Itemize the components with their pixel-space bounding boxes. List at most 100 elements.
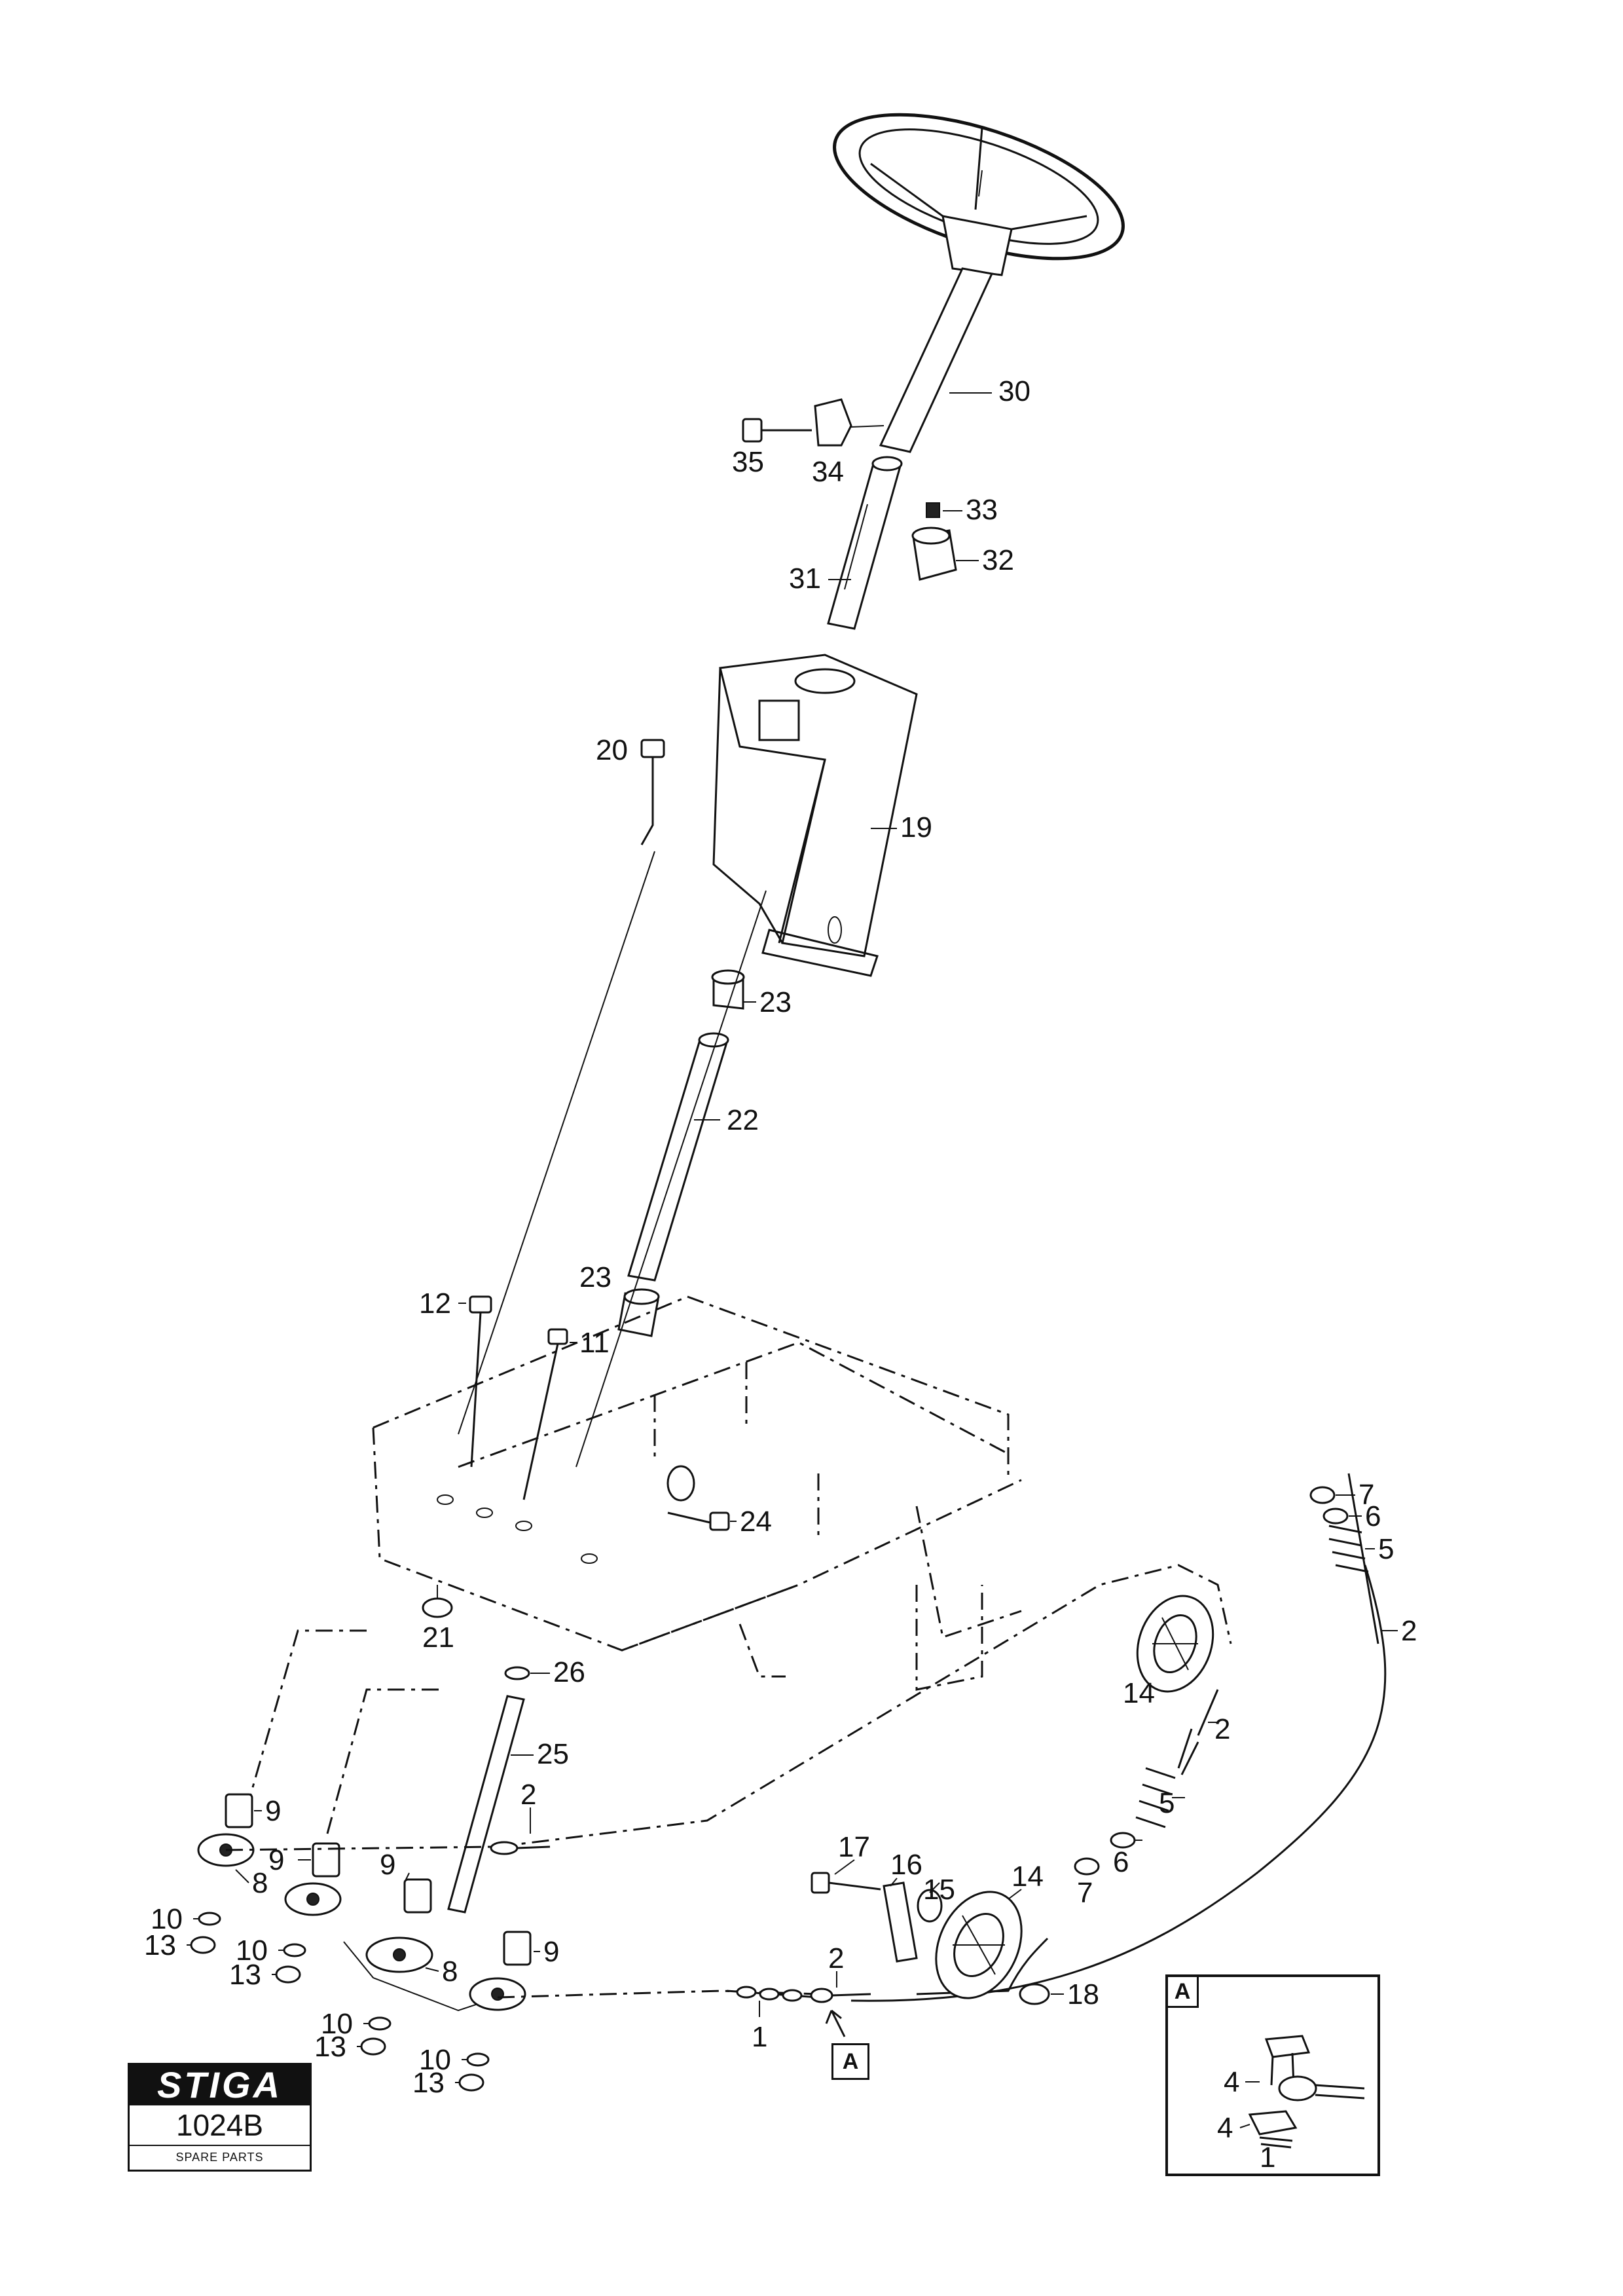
callout-12: 12 (419, 1287, 451, 1320)
tube-31 (827, 456, 903, 630)
linkage-line-left (247, 1629, 367, 1802)
callout-8-a: 8 (252, 1867, 268, 1899)
callout-13-c: 13 (314, 2031, 346, 2063)
shaft-centerline (575, 890, 767, 1468)
callout-32: 32 (982, 544, 1014, 576)
callout-5-left: 5 (1159, 1787, 1175, 1819)
callout-14-bottom: 14 (1012, 1861, 1044, 1893)
callout-21: 21 (422, 1621, 454, 1654)
sleeve-9-c (403, 1878, 432, 1914)
nut-21 (422, 1585, 453, 1618)
pin-25 (447, 1695, 525, 1914)
callout-9-b: 9 (268, 1844, 284, 1876)
bolt-17 (811, 1872, 881, 1894)
cable-end-2-left (490, 1841, 551, 1855)
washer-10-c (368, 2016, 392, 2031)
nut-13-a (190, 1936, 216, 1954)
callout-13-b: 13 (229, 1959, 261, 1991)
chassis-frame (372, 1295, 1022, 1691)
collar-32 (911, 527, 957, 581)
callouts: 30 35 34 33 32 31 20 19 23 22 23 12 11 2… (144, 375, 1417, 2099)
callout-22: 22 (727, 1104, 759, 1136)
pulley-14-bottom (935, 1891, 1023, 1999)
column-centerline (458, 851, 655, 1435)
bolt-12 (469, 1295, 492, 1468)
callout-34: 34 (812, 456, 844, 488)
spring-5-left (1135, 1767, 1176, 1828)
inset-tag: A (1168, 1977, 1199, 2008)
callout-2-mid: 2 (1214, 1713, 1230, 1745)
callout-19: 19 (900, 811, 932, 843)
pulley-14-top (1136, 1595, 1214, 1693)
bushing-23-bottom (617, 1288, 660, 1337)
bolt-20 (640, 739, 665, 845)
sprocket-8-d (469, 1977, 526, 2011)
clamp-34 (814, 398, 884, 447)
detail-inset-a: A 4 4 1 (1165, 1974, 1380, 2176)
inset-drawing: 4 4 1 (1217, 2035, 1365, 2174)
chain-1 (726, 1986, 871, 2003)
callout-6-left: 6 (1113, 1846, 1129, 1878)
steering-housing (712, 654, 918, 977)
callout-1: 1 (752, 2021, 767, 2053)
nut-7-right (1309, 1486, 1336, 1504)
bolt-24 (667, 1511, 730, 1531)
nut-18 (1019, 1983, 1050, 2005)
sprocket-8-b (284, 1882, 342, 1916)
screw-33 (926, 502, 940, 518)
callout-23-bottom: 23 (579, 1261, 611, 1293)
callout-17: 17 (838, 1831, 870, 1863)
steering-wheel (833, 113, 1125, 276)
callout-7-left: 7 (1077, 1877, 1093, 1909)
callout-5-right: 5 (1378, 1533, 1394, 1565)
bracket-16 (883, 1881, 918, 1963)
stiga-logo-block: STIGA 1024B SPARE PARTS (128, 2063, 312, 2172)
callout-24: 24 (740, 1506, 772, 1538)
washer-10-a (198, 1912, 221, 1926)
washer-6-left (1110, 1832, 1136, 1849)
callout-11: 11 (579, 1327, 610, 1359)
callout-26: 26 (553, 1656, 585, 1688)
callout-18: 18 (1067, 1978, 1099, 2010)
inset-callout-1: 1 (1260, 2141, 1275, 2174)
sleeve-9-b (312, 1842, 340, 1878)
sleeve-9-d (503, 1931, 532, 1966)
callout-33: 33 (966, 494, 998, 526)
callout-2-chain: 2 (828, 1942, 844, 1974)
callout-9-a: 9 (265, 1795, 281, 1827)
spacer-15 (917, 1889, 943, 1923)
callout-6-right: 6 (1365, 1500, 1381, 1532)
nut-13-c (360, 2037, 386, 2056)
callout-15: 15 (923, 1874, 955, 1906)
callout-10-c: 10 (321, 2008, 353, 2040)
callout-25: 25 (537, 1738, 569, 1770)
callout-2-lower: 2 (520, 1779, 536, 1811)
steering-shaft (879, 170, 994, 453)
callout-10-d: 10 (419, 2044, 451, 2076)
sleeve-9-a (225, 1793, 253, 1828)
callout-8-b: 8 (442, 1955, 458, 1988)
brand-logo: STIGA (130, 2065, 310, 2105)
callout-14-top: 14 (1123, 1677, 1155, 1709)
washer-10-d (466, 2052, 490, 2067)
callout-13-d: 13 (412, 2067, 445, 2099)
callout-20: 20 (596, 734, 628, 766)
spring-5-right (1328, 1525, 1369, 1573)
bolt-11 (522, 1328, 568, 1500)
callout-30: 30 (998, 375, 1030, 407)
linkage-line-mid (326, 1688, 439, 1834)
callout-2-right: 2 (1401, 1615, 1417, 1647)
inset-callout-4-top: 4 (1224, 2066, 1239, 2098)
callout-16: 16 (890, 1849, 922, 1881)
callout-10-b: 10 (236, 1935, 268, 1967)
callout-9-c: 9 (380, 1849, 395, 1881)
callout-13-a: 13 (144, 1929, 176, 1961)
callout-10-a: 10 (151, 1903, 183, 1935)
nut-7-left (1074, 1857, 1100, 1876)
callout-23-top: 23 (759, 986, 792, 1018)
callout-35: 35 (732, 446, 764, 478)
washer-10-b (283, 1943, 306, 1957)
cable-adjuster-2 (1177, 1689, 1219, 1775)
callout-9-d: 9 (543, 1936, 559, 1968)
bushing-23-top (711, 969, 745, 1010)
